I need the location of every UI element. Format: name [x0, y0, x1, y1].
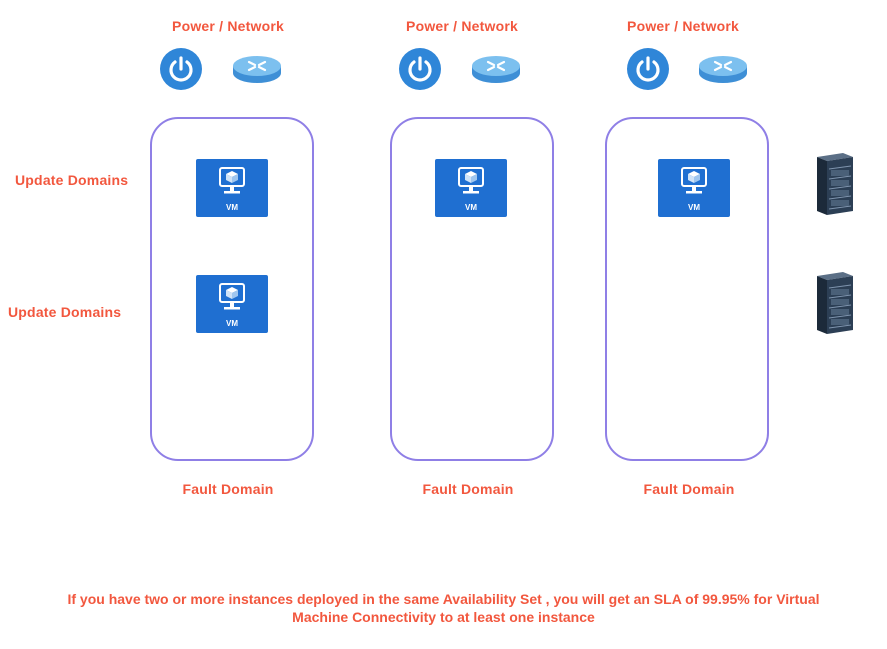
sla-note-line-2: Machine Connectivity to at least one ins… — [292, 609, 595, 625]
router-icon — [470, 54, 522, 84]
power-icon — [399, 48, 441, 90]
vm-label: VM — [465, 203, 477, 212]
fault-domain-label-3: Fault Domain — [643, 481, 735, 497]
virtual-machine-icon: VM — [658, 159, 730, 217]
power-icon — [160, 48, 202, 90]
fault-domain-box-3 — [605, 117, 769, 461]
fault-domain-box-2 — [390, 117, 554, 461]
power-network-label-1: Power / Network — [172, 18, 284, 34]
power-icon — [627, 48, 669, 90]
fault-domain-box-1 — [150, 117, 314, 461]
sla-note-line-1: If you have two or more instances deploy… — [67, 591, 820, 607]
power-network-label-2: Power / Network — [406, 18, 518, 34]
fault-domain-label-1: Fault Domain — [182, 481, 274, 497]
vm-label: VM — [226, 203, 238, 212]
virtual-machine-icon: VM — [435, 159, 507, 217]
fault-domain-label-2: Fault Domain — [422, 481, 514, 497]
power-network-label-3: Power / Network — [627, 18, 739, 34]
update-domain-label-2: Update Domains — [8, 304, 122, 320]
virtual-machine-icon: VM — [196, 159, 268, 217]
router-icon — [231, 54, 283, 84]
virtual-machine-icon: VM — [196, 275, 268, 333]
sla-note: If you have two or more instances deploy… — [0, 590, 887, 626]
vm-label: VM — [226, 319, 238, 328]
vm-label: VM — [688, 203, 700, 212]
server-rack-icon — [813, 151, 857, 217]
update-domain-label-1: Update Domains — [15, 172, 129, 188]
router-icon — [697, 54, 749, 84]
server-rack-icon — [813, 270, 857, 336]
